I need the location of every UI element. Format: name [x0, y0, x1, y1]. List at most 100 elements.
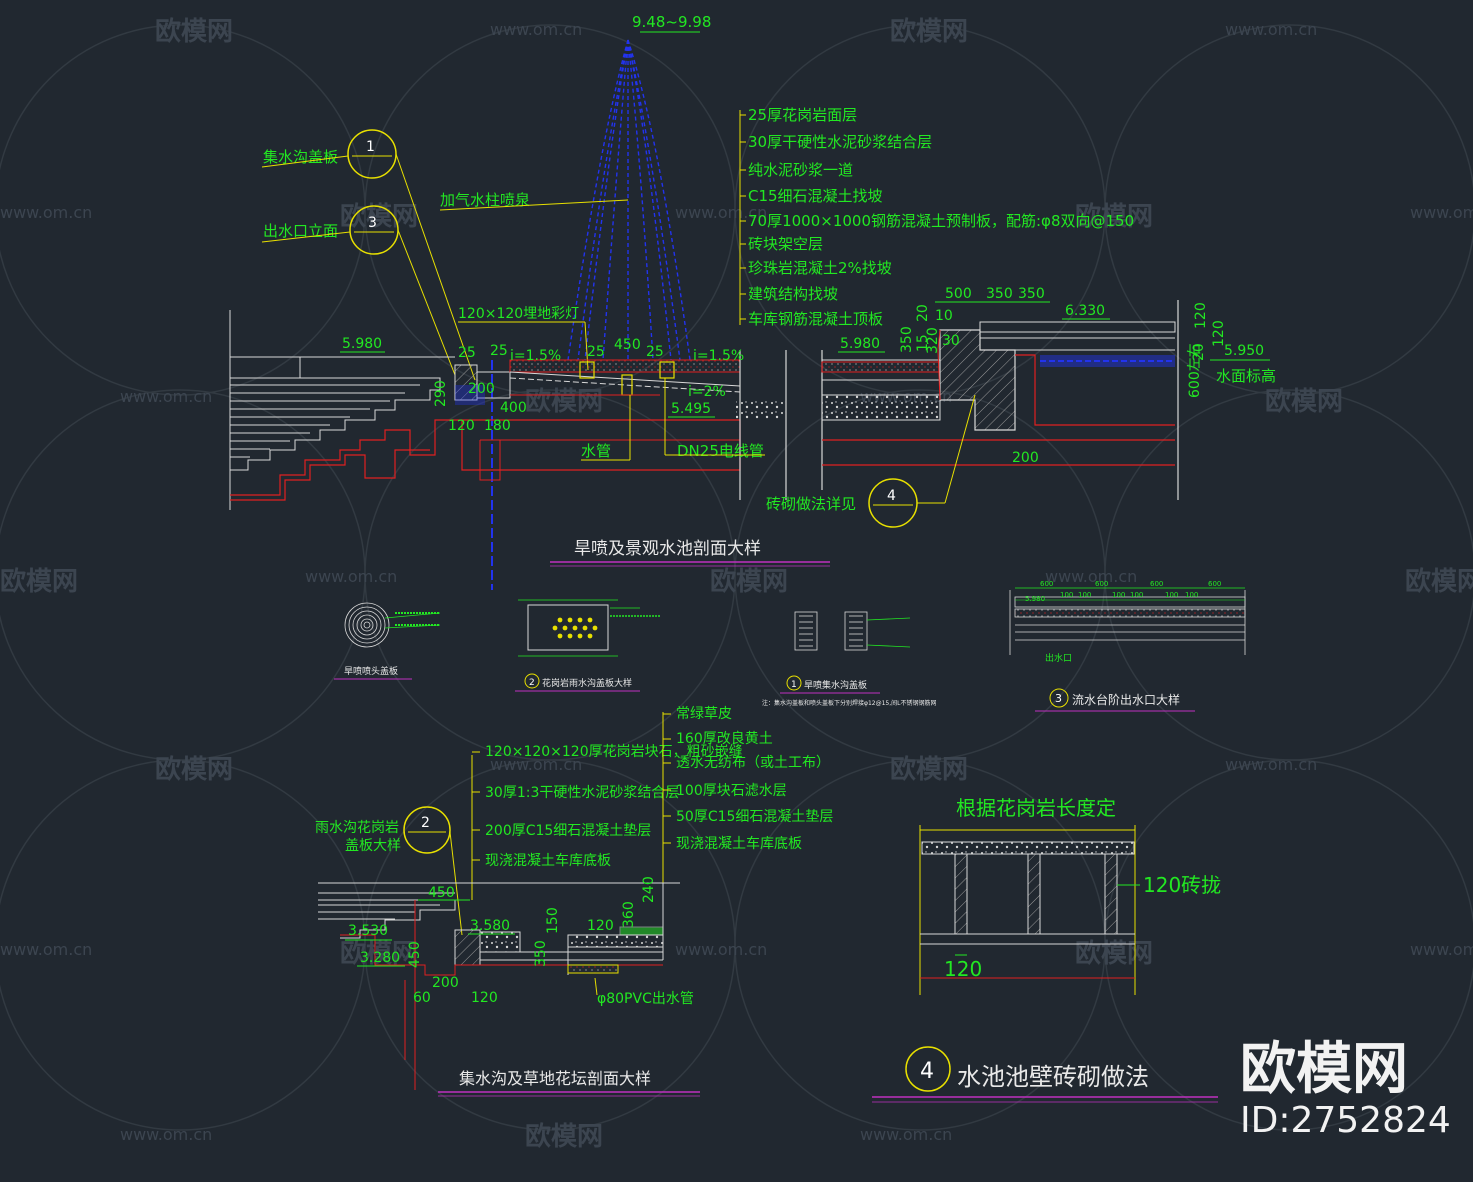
outlet-title: 流水台阶出水口大样 [1072, 692, 1180, 707]
callout-number: 4 [887, 488, 896, 504]
callout-number: 2 [421, 815, 430, 831]
dim: 400 [500, 400, 527, 416]
elevation: 3.580 [470, 918, 510, 934]
length-note: 根据花岗岩长度定 [956, 796, 1116, 820]
top-elevation: 9.48~9.98 [632, 13, 711, 31]
slope: i=2% [688, 384, 726, 400]
dim: 500 [945, 286, 972, 302]
detail-nozzle-cover [344, 602, 441, 648]
dim: 200 [468, 381, 495, 397]
layer-8: 建筑结构找坡 [748, 285, 838, 303]
detail-number-circle [905, 1046, 951, 1092]
watermark-site: www.om.cn [675, 203, 767, 222]
callout-label: 集水沟盖板 [263, 148, 338, 166]
layer: 透水无纺布（或土工布） [676, 755, 830, 771]
dim: 450 [428, 885, 455, 901]
dim: 600 [1040, 580, 1053, 588]
elevation: 3.280 [360, 950, 400, 966]
dim: 25 [587, 344, 605, 360]
fountain-label: 加气水柱喷泉 [440, 191, 530, 209]
brick-pier [1027, 853, 1041, 935]
watermark-site: www.om.cn [305, 567, 397, 586]
dim: 100 [1112, 591, 1125, 599]
callout-fountain: 加气水柱喷泉 [439, 191, 629, 211]
dim: 200 [432, 975, 459, 991]
pipe-labels: 水管 DN25电线管 [581, 442, 765, 461]
section3-title: 水池池壁砖砌做法 [957, 1063, 1149, 1091]
dim: 350 [1018, 286, 1045, 302]
outlet-dims: 600 600 600 600 100 100 100 100 100 100 … [1025, 580, 1221, 603]
dim: 180 [484, 418, 511, 434]
watermark-site: www.om.cn [0, 940, 92, 959]
water-pipe-label: 水管 [581, 442, 611, 460]
dim: 600左右 [1187, 343, 1203, 398]
elevation: 3.530 [348, 923, 388, 939]
dim: 600 [1095, 580, 1108, 588]
nozzle-title: 旱喷喷头盖板 [344, 665, 398, 677]
layer-2: 30厚干硬性水泥砂浆结合层 [748, 133, 932, 151]
callout-masonry: 4 砖砌做法详见 [766, 394, 976, 528]
dim: 120 [448, 418, 475, 434]
dim: 15 [915, 334, 931, 352]
elevation: 5.980 [840, 336, 880, 352]
callout-number: 3 [368, 215, 377, 231]
slope: i=1.5% [510, 348, 561, 364]
section1-title: 旱喷及景观水池剖面大样 [574, 539, 761, 559]
dim: 10 [935, 308, 953, 324]
watermark-site: www.om.cn [675, 940, 767, 959]
pvc-pipe-label: φ80PVC出水管 [597, 991, 694, 1007]
cover-title: 花岗岩雨水沟盖板大样 [542, 677, 632, 689]
dim: 120 [587, 918, 614, 934]
fountain-spray [567, 39, 691, 361]
section2-dims: 450 240 3.580 150 120 360 3.530 3.280 35… [345, 876, 657, 1006]
right-pool [736, 300, 1179, 500]
detail-number: 4 [920, 1059, 934, 1084]
small-details: 旱喷喷头盖板 2 花岗岩雨水沟盖板大样 [334, 580, 1246, 712]
layer: 100厚块石滤水层 [676, 783, 787, 799]
dim: 360 [621, 901, 637, 928]
layer: 现浇混凝土车库底板 [676, 835, 802, 852]
layer-3: 纯水泥砂浆一道 [748, 161, 853, 179]
section2-title: 集水沟及草地花坛剖面大样 [459, 1069, 651, 1088]
dim: 25 [646, 344, 664, 360]
elev-left: 5.980 [342, 336, 382, 352]
brick-dim: 120 [944, 957, 982, 981]
dim: 100 [1185, 591, 1198, 599]
dim: 290 [433, 380, 449, 407]
watermark-brand: 欧模网 [525, 1121, 603, 1152]
left-red-base [230, 419, 462, 501]
layer-9: 车库钢筋混凝土顶板 [748, 310, 883, 328]
watermark-brand: 欧模网 [890, 754, 968, 785]
brand-mark: 欧模网 ID:2752824 [1240, 1037, 1451, 1141]
watermark-brand: 欧模网 [0, 566, 78, 597]
brick-pier [954, 853, 968, 935]
layer-1: 25厚花岗岩面层 [748, 106, 857, 124]
detail-granite-cover [518, 599, 660, 657]
light-label: 120×120埋地彩灯 [458, 306, 579, 322]
watermark-brand: 欧模网 [1075, 201, 1153, 232]
cable-pipe-label: DN25电线管 [677, 442, 764, 460]
left-stairs [229, 310, 455, 510]
dim: 450 [614, 337, 641, 353]
watermark-brand: 欧模网 [710, 566, 788, 597]
watermark-site: www.om.cn [1225, 755, 1317, 774]
brick-label: 120砖拢 [1143, 873, 1221, 897]
dim: 350 [899, 326, 915, 353]
section1-dimensions: 25 25 200 400 290 120 180 i=1.5% 25 450 … [433, 337, 744, 434]
layer: 160厚改良黄土 [676, 730, 773, 747]
layer: 200厚C15细石混凝土垫层 [485, 823, 651, 839]
layer: 120×120×120厚花岗岩块石，粗砂嵌缝 [485, 744, 743, 760]
dim: 120 [1193, 302, 1209, 329]
dim: 120 [471, 990, 498, 1006]
dim: 200 [1012, 450, 1039, 466]
watermark-brand: 欧模网 [1265, 386, 1343, 417]
section2-drawing [318, 882, 680, 1090]
dim: 20 [1191, 343, 1207, 361]
callout-light: 120×120埋地彩灯 [458, 306, 589, 371]
outlet-label: 出水口 [1045, 652, 1072, 664]
watermark-site: www.om.cn [1410, 203, 1473, 222]
drain-note: 注：集水沟盖板和喷头盖板下分别焊接φ12@15,间L不锈钢钢筋网 [762, 699, 936, 707]
dim: 120 [1211, 320, 1227, 347]
dim: 600 [1208, 580, 1221, 588]
layer-7: 珍珠岩混凝土2%找坡 [748, 259, 892, 277]
